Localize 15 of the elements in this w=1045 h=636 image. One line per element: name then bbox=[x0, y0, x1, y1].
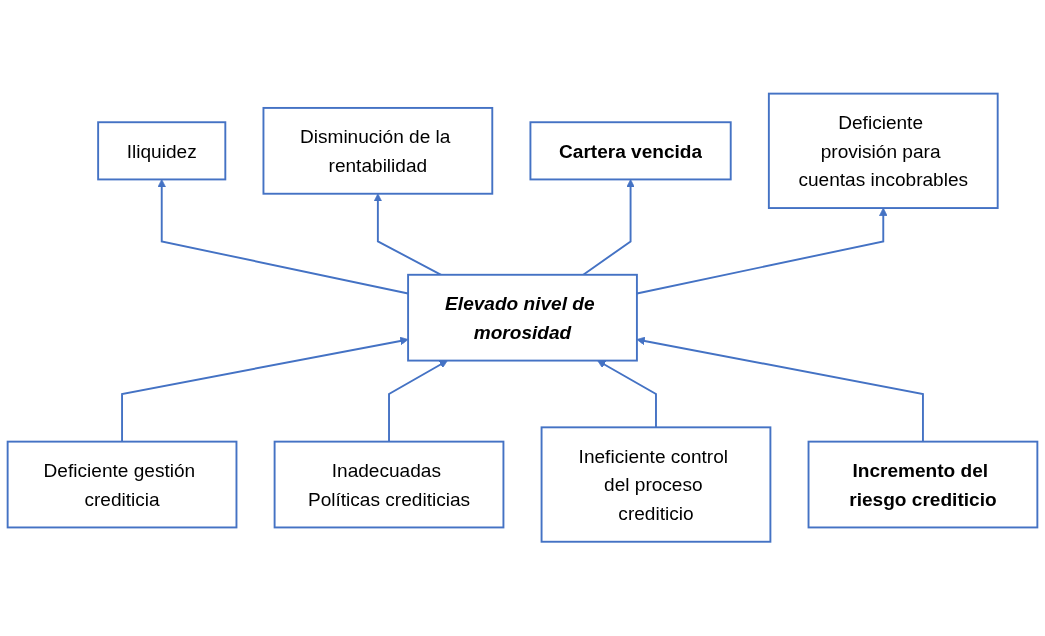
node-box: Deficiente provisión para cuentas incobrables bbox=[767, 93, 999, 210]
node-box: Ineficiente control del proceso crediticio bbox=[540, 426, 772, 543]
node-box: Elevado nivel de morosidad bbox=[407, 274, 638, 362]
arrow bbox=[388, 360, 448, 443]
arrow bbox=[121, 337, 409, 443]
arrow bbox=[373, 193, 443, 277]
node-box: Inadecuadas Políticas crediticias bbox=[273, 441, 505, 529]
arrow bbox=[582, 179, 635, 277]
arrow bbox=[597, 360, 657, 429]
arrow bbox=[636, 337, 924, 443]
node-box: Disminución de la rentabilidad bbox=[262, 107, 494, 195]
node-box: Incremento del riesgo crediticio bbox=[807, 441, 1039, 529]
node-box: Deficiente gestión crediticia bbox=[6, 441, 238, 529]
node-box: Cartera vencida bbox=[529, 121, 732, 181]
node-box: Iliquidez bbox=[97, 121, 227, 181]
